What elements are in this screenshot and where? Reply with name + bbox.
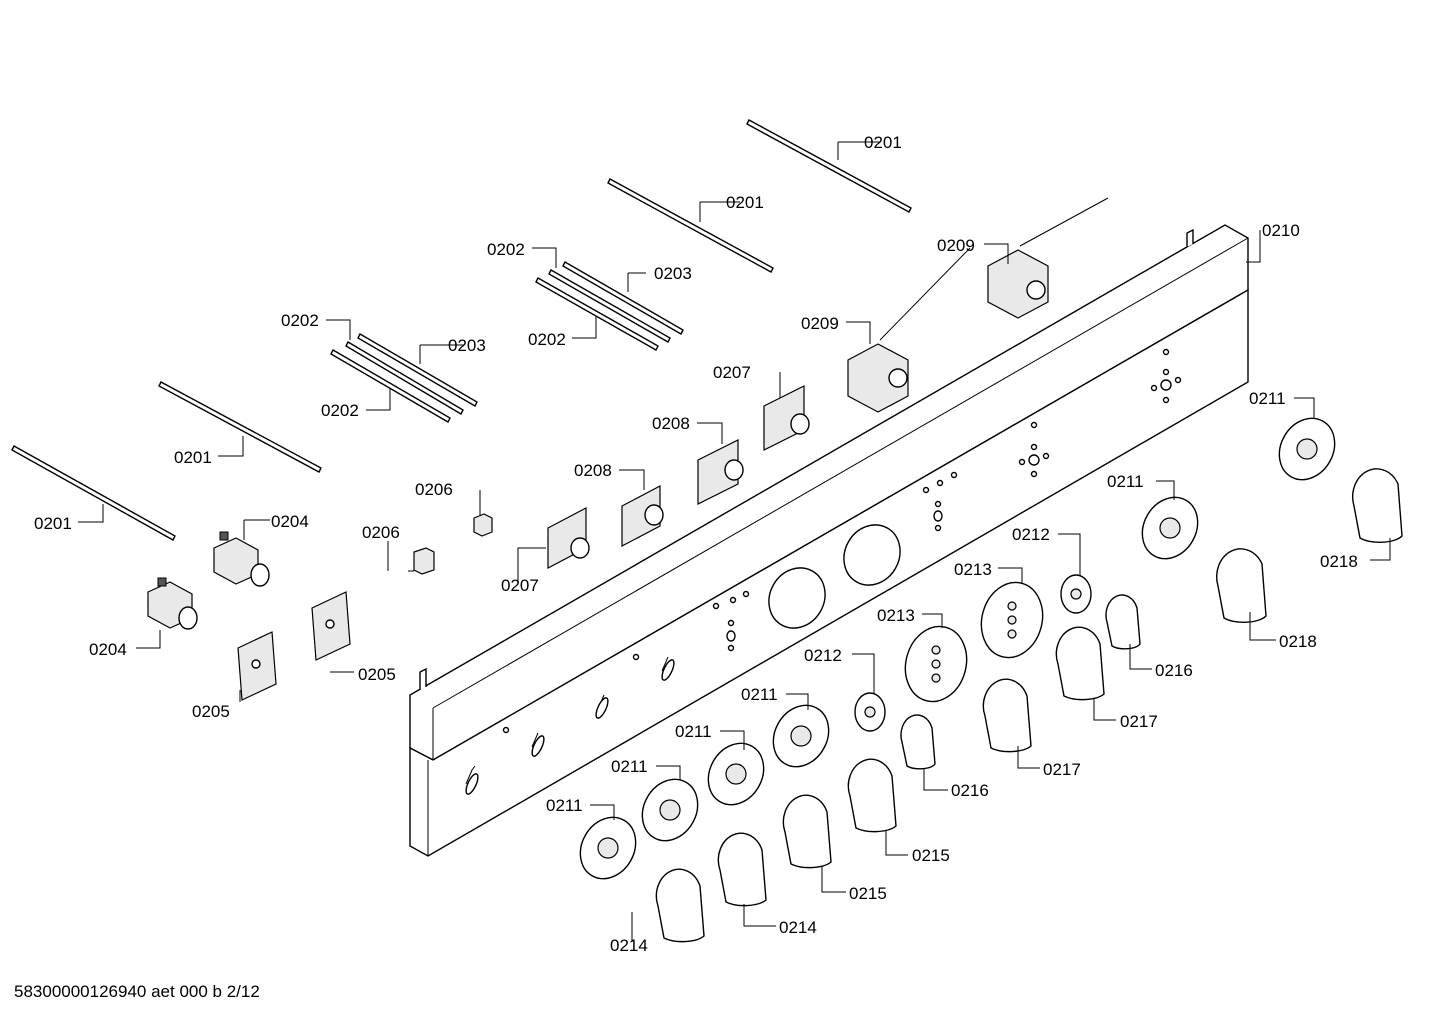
callout-0201-c: 0201 [726,193,764,212]
callout-0217-b: 0217 [1120,712,1158,731]
components [147,197,1109,701]
callout-0215-b: 0215 [912,846,950,865]
callout-0202-b: 0202 [321,401,359,420]
callout-0214-a: 0214 [610,936,648,955]
callout-0214-b: 0214 [779,918,817,937]
callout-0211-a: 0211 [546,796,583,815]
callout-0202-c: 0202 [487,240,525,259]
callout-0216-b: 0216 [1155,661,1193,680]
callout-0206-b: 0206 [362,523,400,542]
callout-0213-a: 0213 [877,606,915,625]
callout-0201-d: 0201 [864,133,902,152]
switch-0206 [413,513,493,575]
callout-0216-a: 0216 [951,781,989,800]
callout-0217-a: 0217 [1043,760,1081,779]
board-0205 [237,591,351,701]
callout-0201-b: 0201 [174,448,212,467]
rings-0212-0213 [854,574,1092,732]
callout-0218-b: 0218 [1320,552,1358,571]
rod-0202-0203-set-a [330,333,478,423]
rod-0202-0203-set-b [535,261,684,351]
callout-0211-c: 0211 [675,722,712,741]
callout-0208-a: 0208 [574,461,612,480]
callout-0210: 0210 [1262,221,1300,240]
callout-0209-b: 0209 [937,236,975,255]
callout-0211-f: 0211 [1249,389,1286,408]
callout-0206-a: 0206 [415,480,453,499]
leader-lines [78,141,1391,942]
callout-0211-e: 0211 [1107,472,1144,491]
rod-0201 [11,119,912,541]
callout-0205-b: 0205 [358,665,396,684]
callout-0203-a: 0203 [448,336,486,355]
callout-labels: 0201 0201 0201 0201 0202 0202 0202 0202 … [34,133,1358,955]
callout-0212-b: 0212 [1012,525,1050,544]
callout-0205-a: 0205 [192,702,230,721]
callout-0201-a: 0201 [34,514,72,533]
control-panel [409,224,1249,857]
callout-0202-a: 0202 [281,311,319,330]
callout-0218-a: 0218 [1279,632,1317,651]
callout-0211-b: 0211 [611,757,648,776]
callout-0212-a: 0212 [804,646,842,665]
drawing-reference-number: 58300000126940 aet 000 b 2/12 [14,982,260,1001]
rod-set [11,119,912,541]
valve-0204 [147,531,270,630]
callout-0207-a: 0207 [501,576,539,595]
callout-0204-b: 0204 [271,512,309,531]
callout-0207-b: 0207 [713,363,751,382]
callout-0211-d: 0211 [741,685,778,704]
callout-0209-a: 0209 [801,314,839,333]
knobs [655,468,1403,943]
knob-bezels-0211 [579,417,1336,880]
callout-0208-b: 0208 [652,414,690,433]
callout-0204-a: 0204 [89,640,127,659]
callout-0202-d: 0202 [528,330,566,349]
callout-0203-b: 0203 [654,264,692,283]
callout-0213-b: 0213 [954,560,992,579]
switch-board-0207-0208 [547,385,810,569]
thermostat-0209 [847,197,1109,413]
callout-0215-a: 0215 [849,884,887,903]
